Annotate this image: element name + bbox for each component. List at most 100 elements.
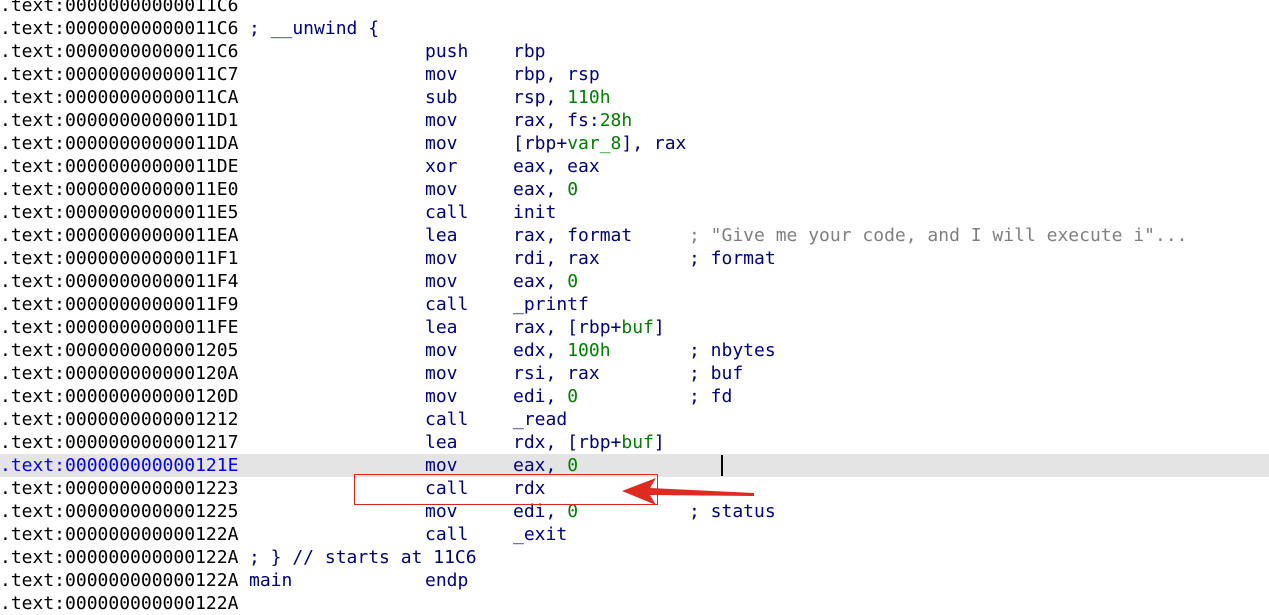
line-address[interactable]: .text:00000000000011D1 [0, 110, 239, 131]
instruction-operands[interactable]: edx, 100h [513, 339, 611, 362]
line-address[interactable]: .text:00000000000011C6 [0, 0, 239, 16]
instruction-operands[interactable]: rbp, rsp [513, 63, 600, 86]
operand-value[interactable]: 28h [599, 110, 633, 131]
instruction-mnemonic[interactable]: mov [425, 386, 458, 407]
line-address[interactable]: .text:00000000000011C7 [0, 64, 239, 85]
operand-text[interactable]: rax, [rbp+ [513, 317, 622, 338]
line-address[interactable]: .text:00000000000011E5 [0, 202, 239, 223]
line-address[interactable]: .text:00000000000011F9 [0, 294, 239, 315]
instruction-mnemonic[interactable]: mov [425, 455, 458, 476]
operand-text[interactable]: rax, fs: [513, 110, 600, 131]
instruction-operands[interactable]: eax, 0 [513, 270, 578, 293]
line-label[interactable]: ; __unwind { [249, 18, 380, 39]
operand-text[interactable]: _exit [513, 524, 568, 545]
instruction-operands[interactable]: rsi, rax [513, 362, 600, 385]
instruction-mnemonic[interactable]: mov [425, 248, 458, 269]
instruction-mnemonic[interactable]: xor [425, 156, 458, 177]
operand-text[interactable]: edi, [513, 501, 568, 522]
line-address[interactable]: .text:000000000000120D [0, 386, 239, 407]
line-address[interactable]: .text:00000000000011CA [0, 87, 239, 108]
operand-value[interactable]: 0 [567, 455, 579, 476]
instruction-mnemonic[interactable]: endp [425, 570, 469, 591]
operand-value[interactable]: 100h [567, 340, 611, 361]
instruction-operands[interactable]: rdx [513, 477, 546, 500]
operand-value[interactable]: var_8 [567, 133, 622, 154]
instruction-mnemonic[interactable]: sub [425, 87, 458, 108]
instruction-operands[interactable]: init [513, 201, 556, 224]
operand-text[interactable]: rdx, [rbp+ [513, 432, 622, 453]
operand-text[interactable]: eax, [513, 455, 568, 476]
instruction-operands[interactable]: eax, 0 [513, 454, 578, 477]
instruction-mnemonic[interactable]: call [425, 524, 469, 545]
operand-text[interactable]: eax, eax [513, 156, 600, 177]
listing-line[interactable]: .text:000000000000122A main endp [0, 569, 1269, 592]
instruction-mnemonic[interactable]: mov [425, 501, 458, 522]
line-address[interactable]: .text:00000000000011EA [0, 225, 239, 246]
listing-line[interactable]: .text:000000000000122A [0, 592, 1269, 615]
instruction-operands[interactable]: rax, format [513, 224, 632, 247]
instruction-mnemonic[interactable]: mov [425, 64, 458, 85]
listing-line[interactable]: .text:00000000000011C6 ; __unwind { [0, 17, 1269, 40]
instruction-operands[interactable]: rax, [rbp+buf] [513, 316, 665, 339]
operand-value[interactable]: 0 [567, 179, 579, 200]
line-address[interactable]: .text:00000000000011C6 [0, 18, 239, 39]
instruction-mnemonic[interactable]: mov [425, 271, 458, 292]
instruction-mnemonic[interactable]: mov [425, 133, 458, 154]
instruction-mnemonic[interactable]: lea [425, 225, 458, 246]
line-address[interactable]: .text:00000000000011E0 [0, 179, 239, 200]
listing-line[interactable]: .text:00000000000011DA mov [rbp+var_8], ra… [0, 132, 1269, 155]
line-label[interactable]: main [249, 570, 293, 591]
operand-text[interactable]: rbp, rsp [513, 64, 600, 85]
listing-line[interactable]: .text:00000000000011E5 call init [0, 201, 1269, 224]
line-address[interactable]: .text:0000000000001205 [0, 340, 239, 361]
operand-value[interactable]: buf [621, 432, 654, 453]
instruction-mnemonic[interactable]: call [425, 478, 469, 499]
line-address[interactable]: .text:000000000000122A [0, 593, 239, 614]
operand-text[interactable]: rdx [513, 478, 546, 499]
instruction-operands[interactable]: edi, 0 [513, 500, 578, 523]
operand-value[interactable]: 0 [567, 386, 579, 407]
line-address[interactable]: .text:0000000000001217 [0, 432, 239, 453]
line-address[interactable]: .text:00000000000011F1 [0, 248, 239, 269]
line-address[interactable]: .text:00000000000011C6 [0, 41, 239, 62]
listing-line[interactable]: .text:00000000000011F4 mov eax, 0 [0, 270, 1269, 293]
instruction-mnemonic[interactable]: mov [425, 363, 458, 384]
line-address[interactable]: .text:00000000000011F4 [0, 271, 239, 292]
line-address[interactable]: .text:000000000000120A [0, 363, 239, 384]
instruction-operands[interactable]: rbp [513, 40, 546, 63]
listing-line[interactable]: .text:0000000000001223 call rdx [0, 477, 1269, 500]
instruction-mnemonic[interactable]: lea [425, 432, 458, 453]
operand-text[interactable]: ] [653, 317, 665, 338]
line-address[interactable]: .text:0000000000001223 [0, 478, 239, 499]
listing-line[interactable]: .text:00000000000011C7 mov rbp, rsp [0, 63, 1269, 86]
instruction-operands[interactable]: rsp, 110h [513, 86, 611, 109]
listing-line[interactable]: .text:00000000000011CA sub rsp, 110h [0, 86, 1269, 109]
listing-line[interactable]: .text:00000000000011D1 mov rax, fs:28h [0, 109, 1269, 132]
operand-text[interactable]: _printf [513, 294, 589, 315]
line-address[interactable]: .text:0000000000001212 [0, 409, 239, 430]
instruction-operands[interactable]: [rbp+var_8], rax [513, 132, 686, 155]
line-address[interactable]: .text:00000000000011FE [0, 317, 239, 338]
line-address[interactable]: .text:000000000000122A [0, 570, 239, 591]
operand-text[interactable]: init [513, 202, 557, 223]
operand-text[interactable]: rbp [513, 41, 546, 62]
operand-value[interactable]: buf [621, 317, 654, 338]
line-address[interactable]: .text:00000000000011DA [0, 133, 239, 154]
listing-line[interactable]: .text:00000000000011C6 [0, 0, 1269, 17]
instruction-mnemonic[interactable]: mov [425, 110, 458, 131]
line-address[interactable]: .text:000000000000122A [0, 524, 239, 545]
instruction-mnemonic[interactable]: call [425, 202, 469, 223]
operand-text[interactable]: eax, [513, 179, 568, 200]
instruction-operands[interactable]: rax, fs:28h [513, 109, 632, 132]
instruction-operands[interactable]: _printf [513, 293, 589, 316]
